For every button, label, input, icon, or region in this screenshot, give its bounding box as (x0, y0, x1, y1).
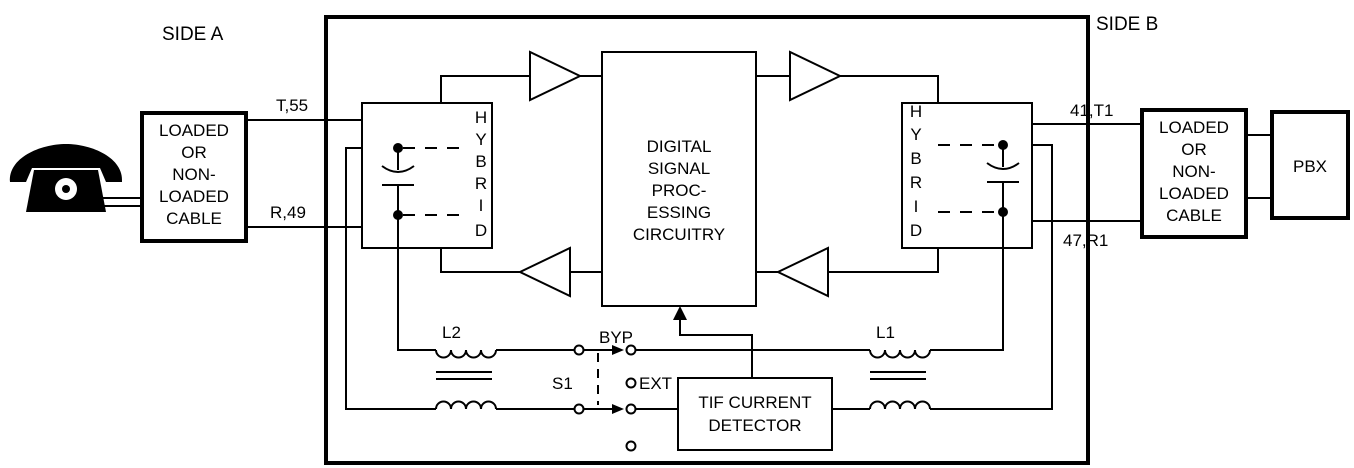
tif-detector (677, 377, 833, 451)
side-b-label: SIDE B (1096, 14, 1158, 35)
hybrid-right-b: B (910, 149, 921, 168)
path-bottom-right (828, 248, 939, 273)
telephone-icon (9, 144, 123, 212)
t55-label: T,55 (276, 96, 308, 115)
pbx-label: PBX (1293, 157, 1327, 176)
hybrid-left-i: I (479, 196, 484, 215)
tif-line-1: TIF CURRENT (698, 393, 811, 412)
dsp-line-3: PROC- (652, 181, 707, 200)
path-bottom-left (440, 248, 520, 273)
path-top-right (840, 75, 939, 103)
dsp-block (601, 51, 757, 307)
cable-b-line-2: OR (1181, 140, 1207, 159)
hybrid-left-h: H (475, 108, 487, 127)
cable-b-line-1: LOADED (1159, 118, 1229, 137)
wire-right-inner (930, 212, 1004, 351)
hybrid-right (901, 102, 1033, 249)
amp-bottom-left (517, 246, 571, 298)
hybrid-left-r: R (475, 174, 487, 193)
side-a-label: SIDE A (162, 24, 224, 45)
main-enclosure (324, 15, 1090, 465)
cable-b-line-5: CABLE (1166, 206, 1222, 225)
hybrid-right-r: R (910, 173, 922, 192)
dsp-line-1: DIGITAL (647, 137, 712, 156)
cable-b-line-3: NON- (1172, 162, 1215, 181)
dsp-line-4: ESSING (647, 203, 711, 222)
cable-b-line-4: LOADED (1159, 184, 1229, 203)
wire-left-outer (345, 147, 436, 410)
node-right-top (998, 140, 1008, 150)
hybrid-right-y: Y (910, 125, 921, 144)
wire-left-inner (397, 215, 436, 351)
t1-label: 41,T1 (1070, 101, 1113, 120)
wire-right-outer (930, 144, 1053, 410)
hybrid-left (361, 102, 493, 249)
amp-bottom-right (775, 246, 829, 298)
hybrid-left-d: D (475, 221, 487, 240)
tif-line-2: DETECTOR (708, 416, 801, 435)
path-top-left (440, 75, 530, 103)
transformer-l2 (435, 349, 497, 410)
cable-a-line-2: OR (181, 143, 207, 162)
node-left-top (393, 143, 403, 153)
l1-label: L1 (876, 323, 895, 342)
cable-box-a (140, 111, 248, 243)
hybrid-right-h: H (910, 102, 922, 121)
hybrid-left-b: B (475, 152, 486, 171)
pbx-box (1270, 110, 1350, 220)
arrow-tif-dsp (673, 306, 687, 320)
cable-a-line-4: LOADED (159, 187, 229, 206)
capacitor-left (381, 148, 415, 215)
cable-a-line-1: LOADED (159, 121, 229, 140)
ext-label: EXT (639, 374, 672, 393)
transformer-l1 (869, 349, 931, 410)
amp-top-left (529, 50, 583, 102)
cable-a-line-3: NON- (172, 165, 215, 184)
s1-label: S1 (552, 374, 573, 393)
dsp-line-2: SIGNAL (648, 159, 710, 178)
hybrid-right-i: I (914, 197, 919, 216)
r1-label: 47,R1 (1063, 231, 1108, 250)
wire-tif-dsp (679, 318, 753, 378)
cable-a-line-5: CABLE (166, 209, 222, 228)
hybrid-right-d: D (910, 221, 922, 240)
r49-label: R,49 (270, 203, 306, 222)
dsp-line-5: CIRCUITRY (633, 225, 725, 244)
switch-s1 (573, 344, 637, 452)
byp-label: BYP (599, 328, 633, 347)
amp-top-right (789, 50, 843, 102)
cable-box-b (1140, 108, 1248, 239)
hybrid-left-y: Y (475, 130, 486, 149)
l2-label: L2 (442, 323, 461, 342)
